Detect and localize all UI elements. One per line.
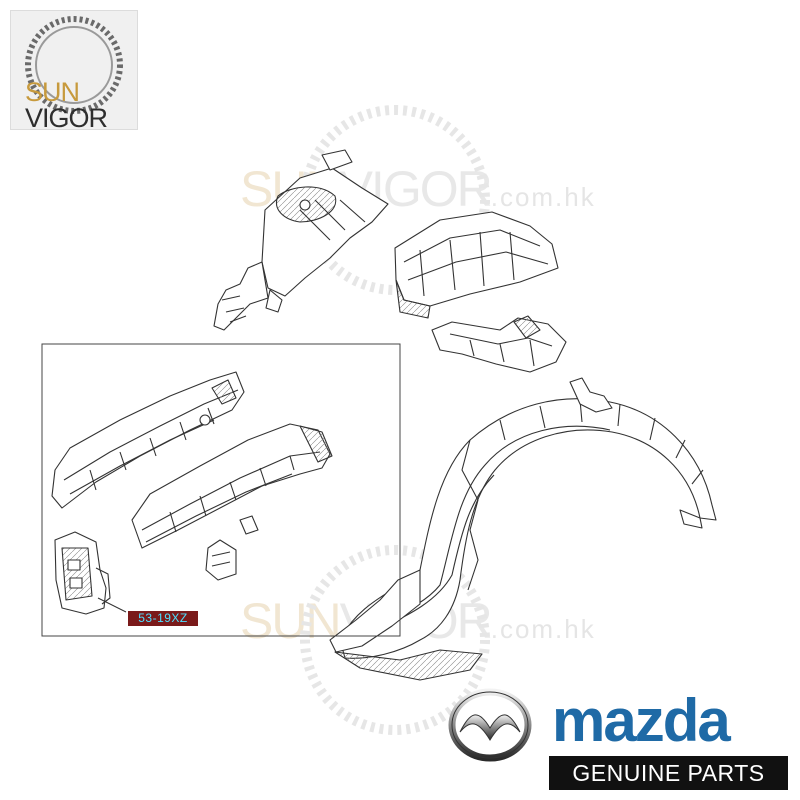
part-mounting-bracket — [54, 531, 111, 615]
mazda-wordmark: mazda — [552, 687, 731, 754]
part-number-label[interactable]: 53-19XZ — [128, 611, 198, 626]
logo-gear-icon — [25, 16, 123, 114]
part-front-frame-inner — [131, 423, 333, 549]
part-lower-bracket — [431, 315, 567, 373]
logo-sun-text: SUN — [25, 77, 80, 107]
part-fender-liner — [329, 377, 717, 681]
genuine-parts-banner: GENUINE PARTS — [549, 756, 788, 790]
part-reinforcement-plate — [205, 515, 259, 581]
sunvigor-logo: SUN VIGOR — [10, 10, 138, 130]
mazda-emblem-icon — [448, 688, 532, 762]
part-front-crossmember — [394, 211, 559, 319]
part-front-frame-outer — [51, 371, 245, 509]
detail-inset-frame — [41, 343, 401, 637]
part-front-side-frame-upper — [213, 149, 389, 331]
logo-vigor-text: VIGOR — [25, 103, 108, 130]
callout-leader-line — [97, 597, 127, 613]
